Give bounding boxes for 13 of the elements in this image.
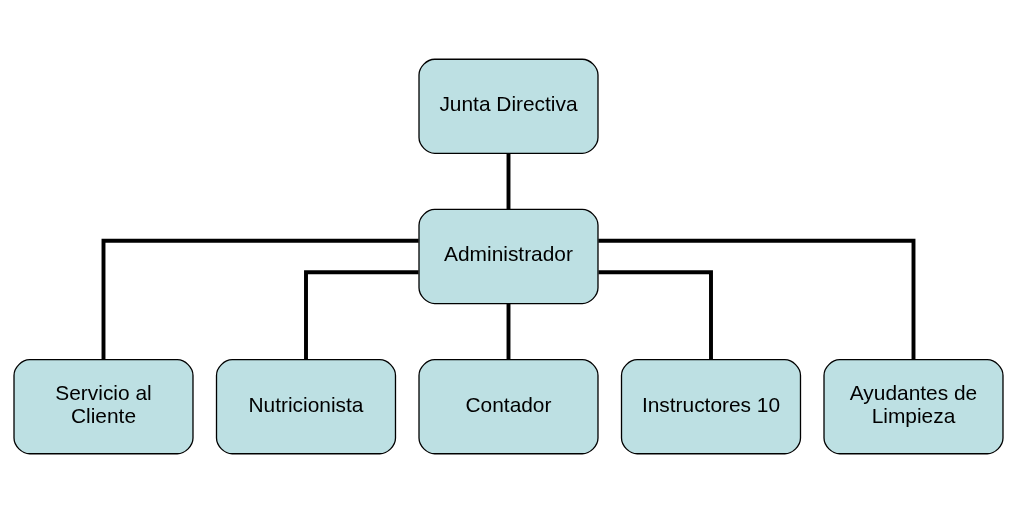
- node-box: Nutricionista: [215, 358, 397, 454]
- connector: [598, 238, 916, 360]
- node-box: Servicio al Cliente: [13, 358, 194, 454]
- node-box: Instructores 10: [620, 358, 802, 454]
- node-box: Junta Directiva: [418, 58, 599, 154]
- node-box: Administrador: [418, 208, 599, 304]
- node-box: Contador: [418, 358, 599, 454]
- connector: [506, 152, 511, 209]
- connector: [598, 269, 713, 360]
- node-box: Ayudantes de Limpieza: [823, 358, 1004, 454]
- connector: [506, 303, 511, 359]
- connector: [304, 269, 419, 360]
- connector: [101, 238, 419, 360]
